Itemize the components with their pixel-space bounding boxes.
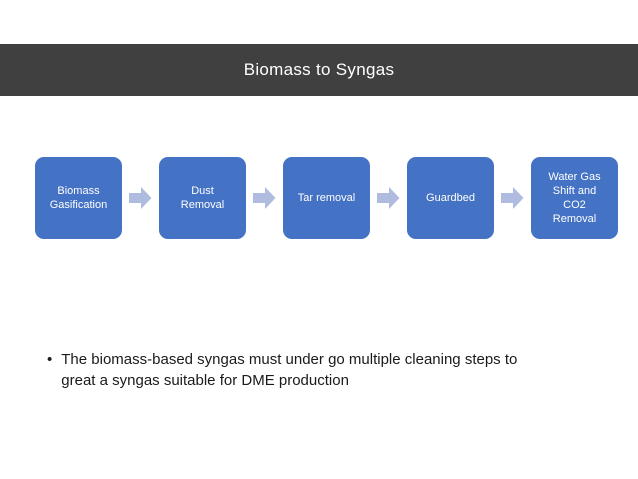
- flow-step-water-gas-shift-co2-removal: Water Gas Shift and CO2 Removal: [531, 157, 618, 239]
- slide-title: Biomass to Syngas: [243, 60, 395, 79]
- flow-step-biomass-gasification: Biomass Gasification: [35, 157, 122, 239]
- bullet-marker: •: [47, 351, 53, 368]
- slide-title-bar: Biomass to Syngas: [0, 44, 638, 96]
- process-flowchart: Biomass Gasification Dust Removal Tar re…: [35, 157, 618, 239]
- flow-step-label: Guardbed: [426, 192, 475, 204]
- flow-step-label: Dust Removal: [180, 185, 225, 211]
- right-arrow-icon: [129, 187, 152, 209]
- flow-step-dust-removal: Dust Removal: [159, 157, 246, 239]
- flow-step-tar-removal: Tar removal: [283, 157, 370, 239]
- flow-step-label: Water Gas Shift and CO2 Removal: [548, 171, 601, 225]
- flow-step-label: Biomass Gasification: [49, 185, 108, 211]
- flow-step-label: Tar removal: [297, 192, 356, 204]
- right-arrow-icon: [377, 187, 400, 209]
- bullet-text: The biomass-based syngas must under go m…: [61, 351, 518, 389]
- flow-step-guardbed: Guardbed: [407, 157, 494, 239]
- right-arrow-icon: [501, 187, 524, 209]
- body-text-block: • The biomass-based syngas must under go…: [47, 349, 592, 391]
- right-arrow-icon: [253, 187, 276, 209]
